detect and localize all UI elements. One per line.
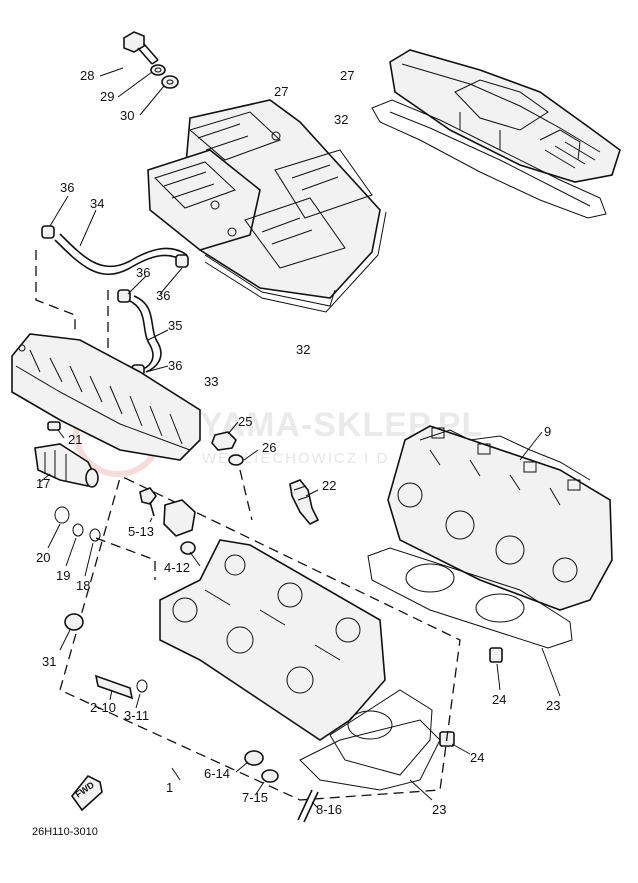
callouts: 28 29 30 27 27 32 32 36 34 36 36 35 36 3… bbox=[36, 68, 560, 817]
callout-27-front: 27 bbox=[274, 84, 288, 99]
callout-5-13: 5-13 bbox=[128, 524, 154, 539]
cylinder-head-9 bbox=[387, 425, 613, 611]
callout-33: 33 bbox=[204, 374, 218, 389]
callout-29: 29 bbox=[100, 89, 114, 104]
drawing-code: 26H110-3010 bbox=[32, 826, 98, 838]
callout-4-12: 4-12 bbox=[164, 560, 190, 575]
callout-9: 9 bbox=[544, 424, 551, 439]
plug-21 bbox=[47, 421, 61, 431]
callout-32-front: 32 bbox=[296, 342, 310, 357]
callout-18: 18 bbox=[76, 578, 90, 593]
callout-36-b: 36 bbox=[136, 265, 150, 280]
callout-24-lower: 24 bbox=[470, 750, 484, 765]
nut-25 bbox=[211, 431, 237, 451]
callout-35: 35 bbox=[168, 318, 182, 333]
gasket-23-front bbox=[299, 719, 441, 791]
callout-36-c: 36 bbox=[156, 288, 170, 303]
callout-23-rear: 23 bbox=[546, 698, 560, 713]
callout-7-15: 7-15 bbox=[242, 790, 268, 805]
gasket-32-rear bbox=[371, 99, 607, 219]
callout-19: 19 bbox=[56, 568, 70, 583]
o-rings-18-20 bbox=[54, 506, 101, 542]
washer-30 bbox=[161, 75, 179, 89]
washer-26 bbox=[228, 454, 244, 466]
callout-36-d: 36 bbox=[168, 358, 182, 373]
breather-hose-34 bbox=[54, 233, 188, 275]
watermark-sub: WĘGLIECHOWICZ I D bbox=[202, 450, 389, 467]
callout-34: 34 bbox=[90, 196, 104, 211]
head-cover-27-rear bbox=[389, 49, 621, 183]
ring-3-11 bbox=[136, 679, 148, 693]
gasket-23-rear bbox=[367, 547, 573, 649]
callout-3-11: 3-11 bbox=[124, 708, 149, 723]
cover-33 bbox=[11, 333, 201, 461]
callout-21: 21 bbox=[68, 432, 82, 447]
callout-31: 31 bbox=[42, 654, 56, 669]
callout-28: 28 bbox=[80, 68, 94, 83]
cylinder-head-1 bbox=[159, 539, 433, 776]
callout-32-rear: 32 bbox=[334, 112, 348, 127]
washer-7-15 bbox=[261, 769, 279, 783]
callout-22: 22 bbox=[322, 478, 336, 493]
stud-8-16 bbox=[297, 789, 319, 823]
cap-31 bbox=[64, 613, 84, 631]
callout-26: 26 bbox=[262, 440, 276, 455]
callout-2-10: 2-10 bbox=[90, 700, 116, 715]
callout-6-14: 6-14 bbox=[204, 766, 230, 781]
callout-24-upper: 24 bbox=[492, 692, 506, 707]
washer-29 bbox=[150, 64, 166, 76]
nut-6-14 bbox=[244, 750, 264, 766]
callout-27-rear: 27 bbox=[340, 68, 354, 83]
fwd-arrow-icon: FWD bbox=[70, 774, 103, 812]
intake-joint-17 bbox=[34, 443, 99, 488]
dowel-24-upper bbox=[489, 647, 503, 663]
head-cover-27-front bbox=[147, 99, 381, 307]
holder-4-12 bbox=[163, 499, 196, 555]
bolt-28 bbox=[123, 31, 159, 65]
watermark-sub-end: A bbox=[540, 450, 552, 467]
callout-25: 25 bbox=[238, 414, 252, 429]
spark-plug-22 bbox=[289, 479, 320, 525]
hose-35 bbox=[127, 295, 162, 373]
callout-17: 17 bbox=[36, 476, 50, 491]
callout-23-front: 23 bbox=[432, 802, 446, 817]
bolt-5-13 bbox=[139, 487, 157, 517]
callout-30: 30 bbox=[120, 108, 134, 123]
gasket-32-front bbox=[204, 211, 387, 313]
callout-8-16: 8-16 bbox=[316, 802, 342, 817]
callout-20: 20 bbox=[36, 550, 50, 565]
callout-1: 1 bbox=[166, 780, 173, 795]
pin-2-10 bbox=[94, 674, 134, 700]
clamps-36 bbox=[41, 225, 189, 376]
callout-36-a: 36 bbox=[60, 180, 74, 195]
